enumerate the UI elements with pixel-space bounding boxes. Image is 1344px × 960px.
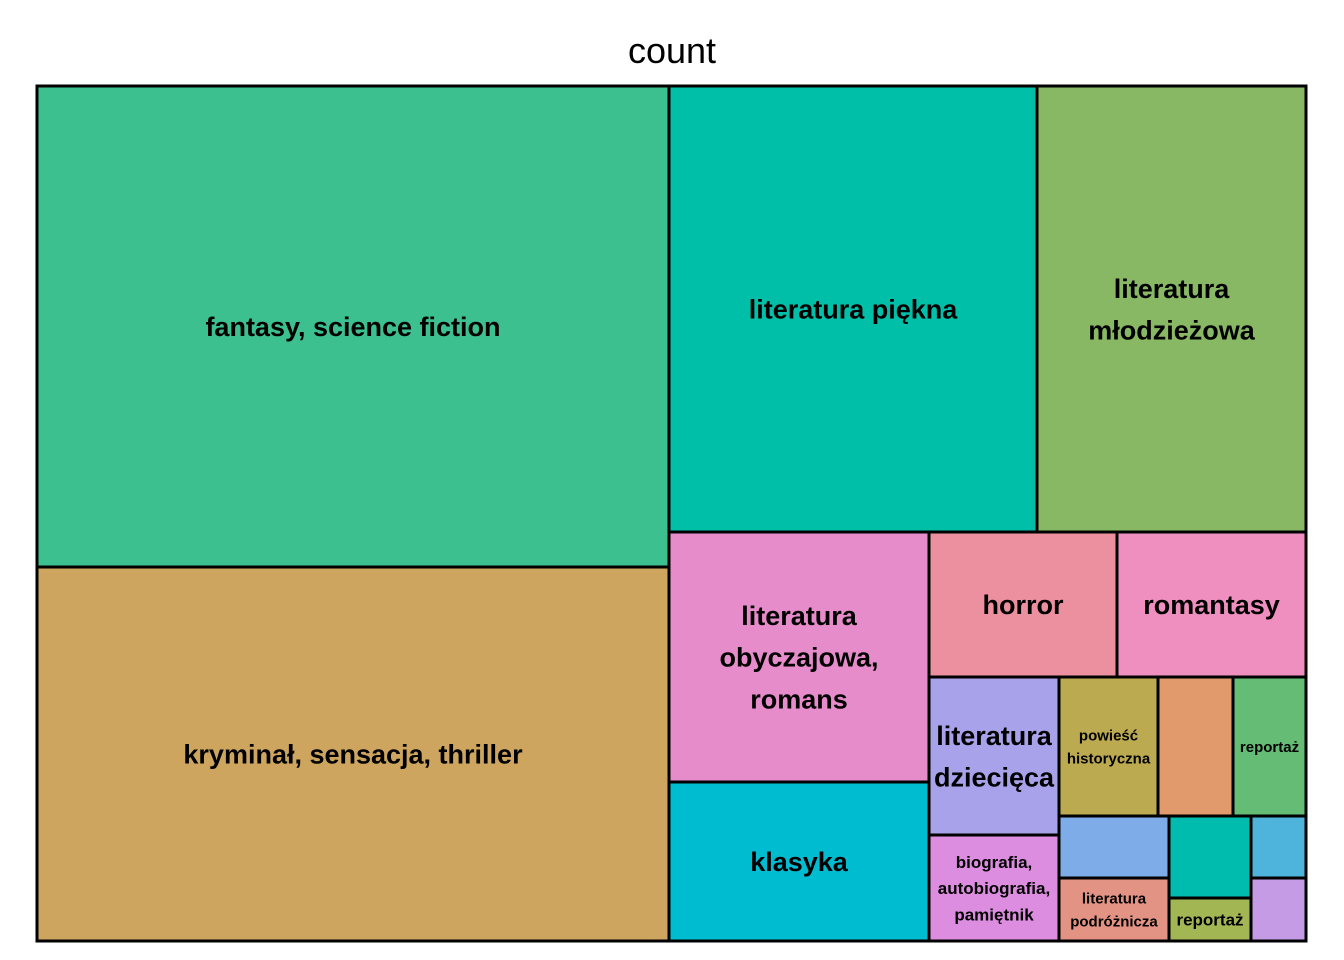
treemap-tile: reportaż xyxy=(1167,896,1253,943)
treemap-tile-label: romantasy xyxy=(1143,590,1280,620)
treemap-tile xyxy=(1057,814,1171,880)
treemap-tile-label: literatura piękna xyxy=(749,295,959,325)
treemap-tile: klasyka xyxy=(667,780,931,943)
treemap-tile xyxy=(1249,814,1308,880)
treemap-tile-rect xyxy=(927,530,1119,679)
treemap-tile-label: fantasy, science fiction xyxy=(205,312,500,342)
treemap-tile-rect xyxy=(1249,814,1308,880)
treemap-tile-rect xyxy=(927,675,1061,837)
treemap-tile xyxy=(1249,876,1308,943)
treemap-tile-rect xyxy=(1057,814,1171,880)
chart-title: count xyxy=(627,30,717,71)
treemap-tile-rect xyxy=(1057,876,1171,943)
treemap-tile xyxy=(1167,814,1253,900)
treemap-tile-rect xyxy=(35,565,671,943)
treemap-tile-label: kryminał, sensacja, thriller xyxy=(183,740,523,770)
treemap-tile-label: horror xyxy=(983,590,1064,620)
treemap-tile: reportaż xyxy=(1231,675,1308,818)
treemap-tile-rect xyxy=(35,84,671,569)
treemap-tile-label: reportaż xyxy=(1176,911,1243,930)
treemap-tile-rect xyxy=(1057,675,1160,818)
treemap-tile-rect xyxy=(1115,530,1308,679)
treemap-tile-label: reportaż xyxy=(1240,739,1299,756)
treemap-tile-label: klasyka xyxy=(750,847,849,877)
treemap-tile-rect xyxy=(1035,84,1308,534)
treemap-tile: literatura piękna xyxy=(667,84,1039,534)
treemap-tile-rect xyxy=(1167,814,1253,900)
treemap-tile: biografia,autobiografia,pamiętnik xyxy=(927,833,1061,943)
treemap-tile-rect xyxy=(927,833,1061,943)
treemap-tile-rect xyxy=(667,84,1039,534)
treemap-tile-label: biografia,autobiografia,pamiętnik xyxy=(938,853,1050,925)
treemap-tile: horror xyxy=(927,530,1119,679)
treemap-tile: romantasy xyxy=(1115,530,1308,679)
treemap-tile: fantasy, science fiction xyxy=(35,84,671,569)
treemap-tile-rect xyxy=(1156,675,1235,818)
treemap-tile xyxy=(1156,675,1235,818)
treemap-tile-rect xyxy=(1249,876,1308,943)
treemap-tile: kryminał, sensacja, thriller xyxy=(35,565,671,943)
